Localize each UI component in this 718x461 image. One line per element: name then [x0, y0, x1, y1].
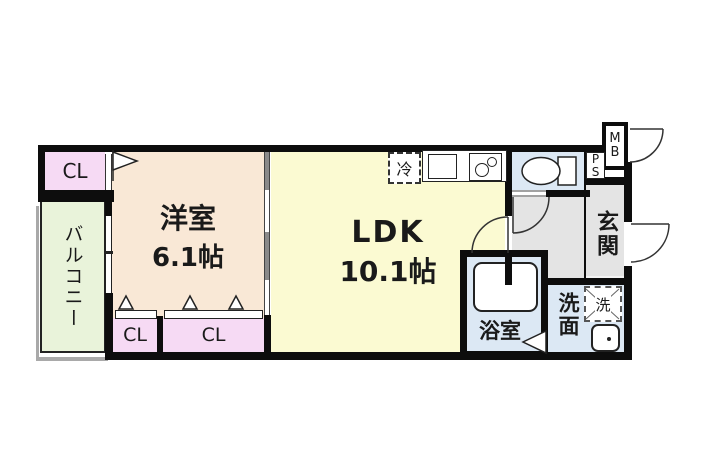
- room-western: 洋室 6.1帖: [112, 152, 264, 318]
- wall-washroom-top: [548, 278, 632, 285]
- wall-right-upper: [624, 162, 632, 222]
- room-bathroom-walls: 浴室: [460, 250, 548, 358]
- meter-box-label: MB: [609, 130, 621, 160]
- balcony-shadow-bottom: [36, 357, 108, 361]
- folding-door-track-left: [115, 310, 157, 319]
- closet-br-label: CL: [201, 324, 226, 346]
- meter-box-door-swing: [629, 128, 664, 163]
- washroom-label: 洗面: [556, 292, 580, 338]
- basin-drain-icon: [607, 337, 611, 341]
- wall-toilet-bottom: [546, 190, 590, 197]
- wall-closet-divider: [157, 316, 163, 358]
- wall-top: [38, 145, 602, 152]
- window-balcony: [105, 216, 112, 293]
- stove-burner-small-icon: [487, 157, 497, 167]
- wall-bottom: [107, 352, 632, 360]
- closet-bl-label: CL: [123, 324, 147, 346]
- room-balcony: バルコニー: [40, 200, 106, 353]
- wall-west-lower: [105, 293, 113, 360]
- washing-machine-space: 洗: [584, 286, 622, 322]
- toilet-door-gap: [512, 190, 546, 197]
- wall-ldk-hall-lower: [505, 253, 512, 285]
- room-entrance: 玄関: [586, 185, 624, 283]
- wall-west-upper: [105, 194, 112, 216]
- washing-machine-label: 洗: [595, 293, 611, 315]
- wall-closet-top-bottom: [38, 190, 114, 202]
- partition-panel-top: [265, 152, 269, 190]
- wall-ldk-hall-upper: [505, 145, 512, 216]
- western-room-name: 洋室: [159, 201, 216, 235]
- refrigerator-space: 冷: [388, 152, 421, 184]
- folding-door-track-right: [164, 310, 263, 319]
- ldk-size: 10.1帖: [339, 254, 437, 288]
- entrance-label: 玄関: [593, 210, 618, 258]
- balcony-label: バルコニー: [61, 224, 84, 329]
- room-toilet: [512, 152, 584, 190]
- wall-ps-bottom: [586, 177, 632, 185]
- wall-toilet-right: [584, 152, 586, 190]
- room-closet-top: CL: [45, 152, 105, 190]
- wall-right-lower: [624, 266, 632, 360]
- kitchen-sink: [428, 154, 457, 179]
- kitchen-stove: [469, 153, 502, 181]
- sliding-partition: [264, 152, 270, 315]
- partition-panel-mid: [265, 232, 269, 280]
- ldk-name: LDK: [351, 214, 425, 250]
- closet-top-label: CL: [62, 159, 88, 183]
- room-closet-bottom-right: CL: [163, 318, 264, 352]
- refrigerator-label: 冷: [396, 160, 413, 179]
- room-bathroom: 浴室: [467, 257, 541, 351]
- closet-top-door: [105, 154, 112, 194]
- pipe-shaft-box: PS: [586, 152, 605, 179]
- meter-box: MB: [602, 122, 628, 170]
- wall-partition-bottom: [264, 315, 271, 360]
- western-room-size: 6.1帖: [151, 242, 225, 273]
- wash-basin: [591, 324, 620, 352]
- stove-burner-large-icon: [475, 163, 489, 177]
- entrance-door-swing: [630, 223, 670, 263]
- kitchen-counter: [422, 150, 507, 182]
- wall-hall-entrance-divider: [584, 190, 586, 280]
- wall-left-upper: [38, 145, 45, 202]
- bathroom-label: 浴室: [479, 319, 521, 343]
- pipe-shaft-label: PS: [591, 151, 600, 179]
- room-closet-bottom-left: CL: [113, 318, 157, 352]
- balcony-shadow-left: [36, 206, 39, 360]
